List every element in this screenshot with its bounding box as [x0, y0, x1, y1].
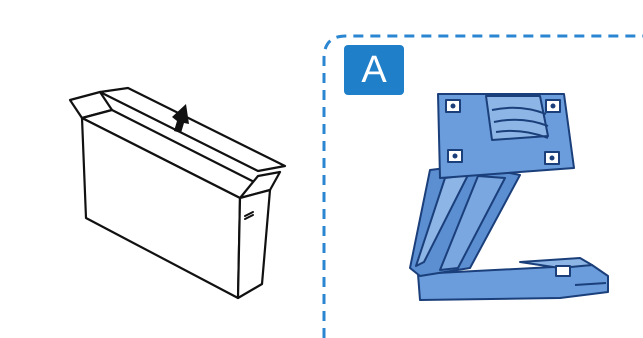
up-arrow-icon: [172, 104, 189, 133]
stand-base-illustration: [409, 93, 609, 301]
dashed-border: [322, 34, 643, 338]
panel-badge-label: A: [344, 45, 404, 95]
box-side: [236, 188, 272, 300]
